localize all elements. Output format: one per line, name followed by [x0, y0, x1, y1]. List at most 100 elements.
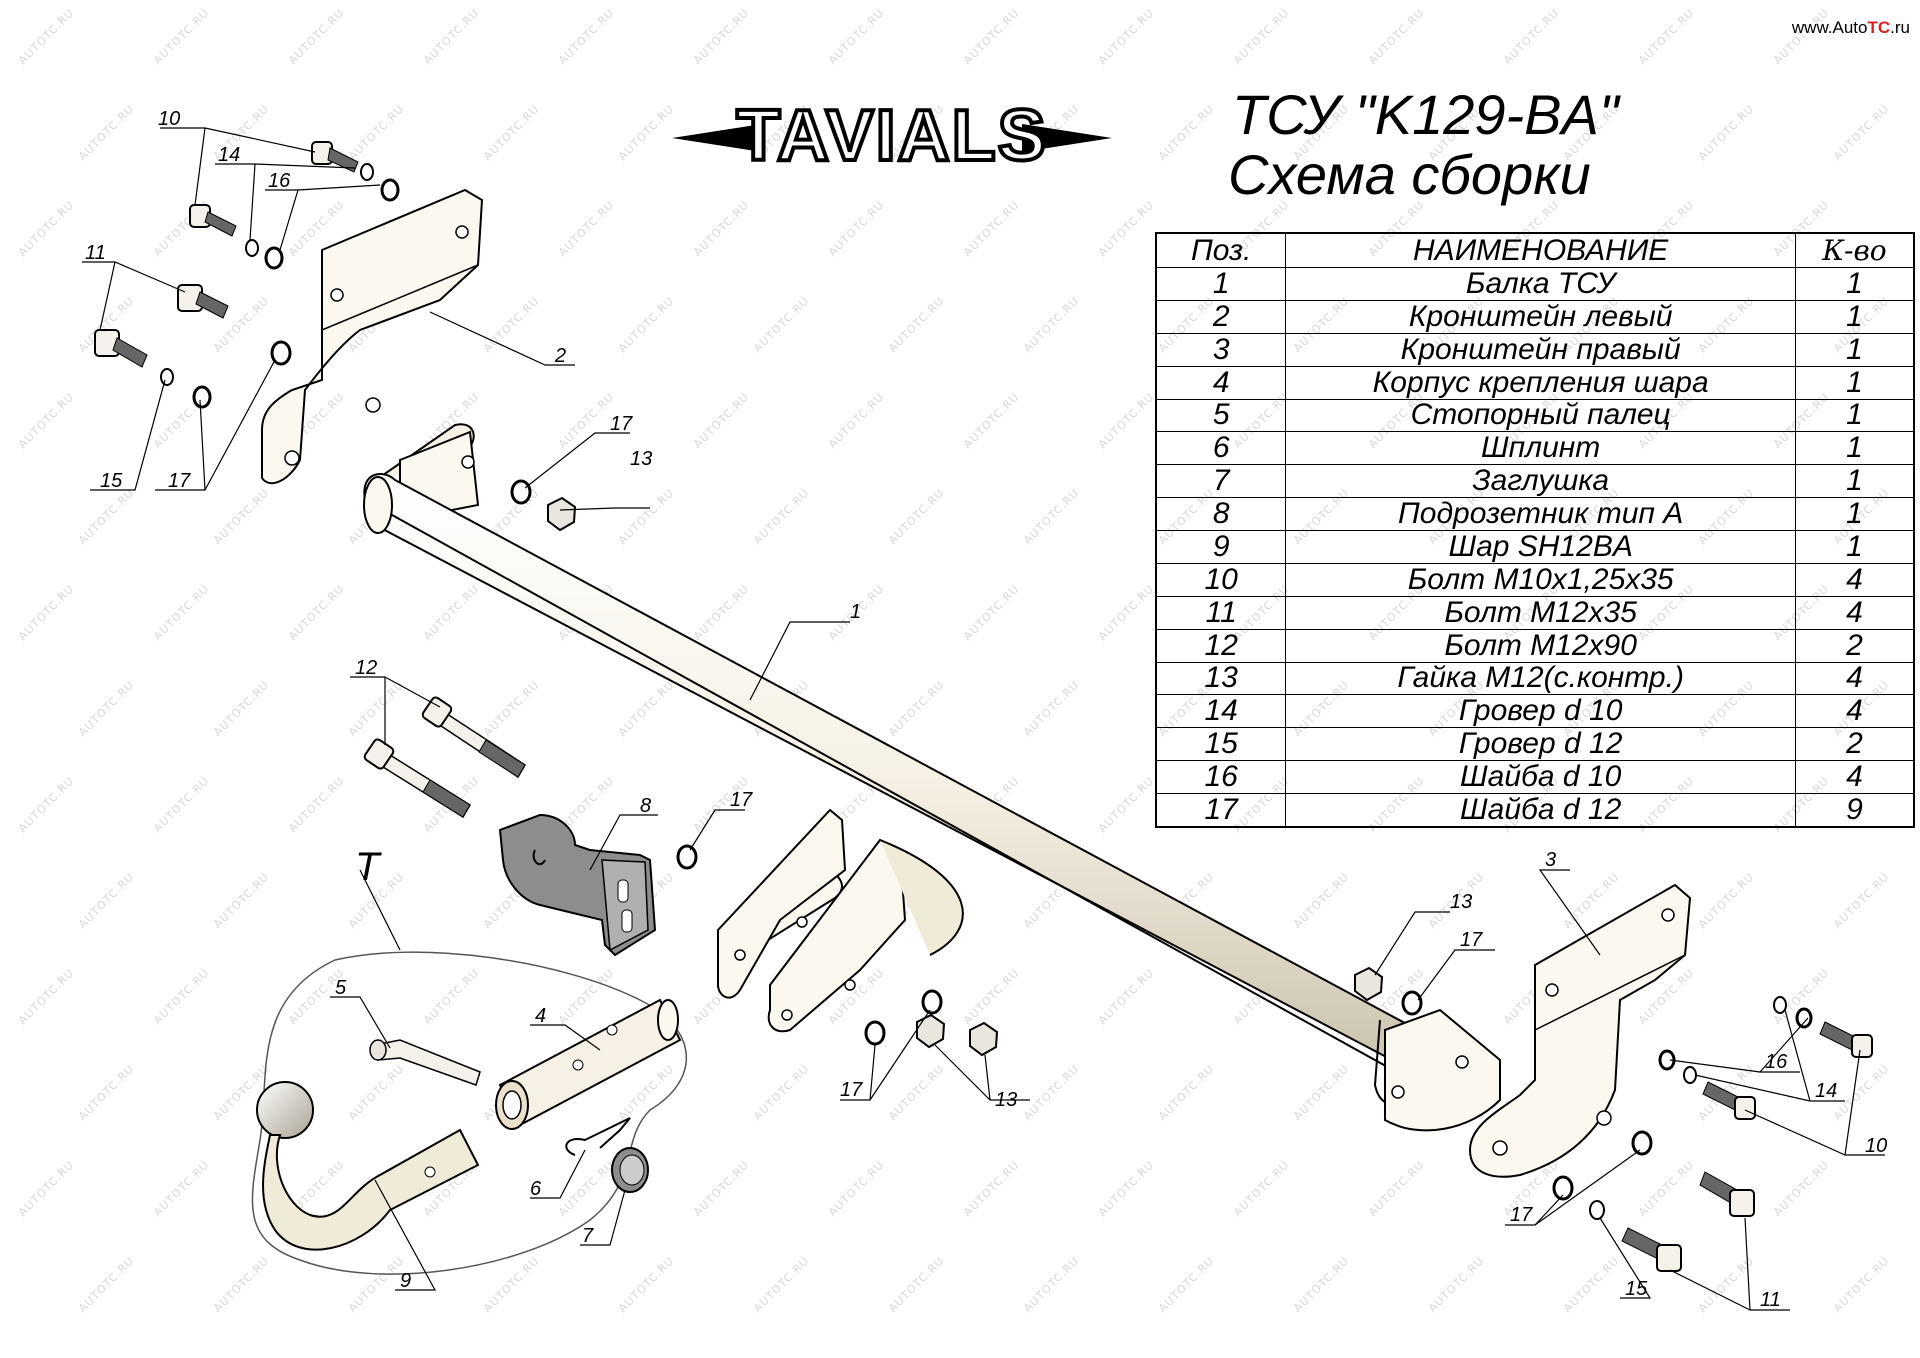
svg-text:TAVIALS: TAVIALS	[736, 96, 1047, 176]
watermark: AUTOTC.RU	[151, 582, 212, 643]
watermark: AUTOTC.RU	[286, 774, 347, 835]
watermark: AUTOTC.RU	[1021, 1062, 1082, 1123]
row-quantity: 1	[1794, 530, 1915, 564]
watermark: AUTOTC.RU	[961, 966, 1022, 1027]
watermark: AUTOTC.RU	[886, 870, 947, 931]
row-name: Заглушка	[1285, 464, 1796, 499]
watermark: AUTOTC.RU	[1021, 294, 1082, 355]
watermark: AUTOTC.RU	[1021, 486, 1082, 547]
watermark: AUTOTC.RU	[346, 870, 407, 931]
watermark: AUTOTC.RU	[16, 198, 77, 259]
watermark: AUTOTC.RU	[16, 582, 77, 643]
watermark: AUTOTC.RU	[151, 1158, 212, 1219]
watermark: AUTOTC.RU	[211, 1062, 272, 1123]
watermark: AUTOTC.RU	[691, 6, 752, 67]
watermark: AUTOTC.RU	[346, 678, 407, 739]
watermark: AUTOTC.RU	[1021, 1254, 1082, 1315]
row-name: Балка ТСУ	[1285, 267, 1796, 301]
watermark: AUTOTC.RU	[556, 198, 617, 259]
row-position: 17	[1155, 793, 1287, 828]
callout-3: 3	[1545, 849, 1556, 871]
watermark: AUTOTC.RU	[421, 774, 482, 835]
watermark: AUTOTC.RU	[286, 966, 347, 1027]
watermark: AUTOTC.RU	[616, 678, 677, 739]
watermark: AUTOTC.RU	[76, 678, 137, 739]
watermark: AUTOTC.RU	[421, 1158, 482, 1219]
callout-16-right: 16	[1765, 1051, 1788, 1073]
row-position: 9	[1155, 530, 1287, 564]
row-position: 6	[1155, 431, 1287, 466]
watermark: AUTOTC.RU	[16, 1158, 77, 1219]
watermark: AUTOTC.RU	[16, 6, 77, 67]
watermark: AUTOTC.RU	[1501, 1158, 1562, 1219]
watermark: AUTOTC.RU	[1096, 1158, 1157, 1219]
right-bracket	[1468, 883, 1692, 1178]
callout-8: 8	[640, 795, 651, 817]
callout-17-left: 17	[168, 470, 191, 492]
watermark: AUTOTC.RU	[211, 1254, 272, 1315]
row-position: 8	[1155, 497, 1287, 531]
watermark: AUTOTC.RU	[1636, 6, 1697, 67]
watermark: AUTOTC.RU	[1096, 774, 1157, 835]
row-quantity: 1	[1794, 299, 1915, 334]
watermark: AUTOTC.RU	[616, 1254, 677, 1315]
watermark: AUTOTC.RU	[211, 102, 272, 163]
callout-14-right: 14	[1815, 1080, 1837, 1102]
watermark: AUTOTC.RU	[1156, 1254, 1217, 1315]
row-name: Шайба d 10	[1285, 760, 1796, 794]
callout-4: 4	[535, 1005, 546, 1027]
row-name: Кронштейн правый	[1285, 332, 1796, 367]
watermark: AUTOTC.RU	[556, 390, 617, 451]
watermark: AUTOTC.RU	[691, 390, 752, 451]
row-name: Гровер d 10	[1285, 694, 1796, 729]
row-quantity: 2	[1794, 727, 1915, 762]
row-name: Стопорный палец	[1285, 398, 1796, 433]
watermark: AUTOTC.RU	[556, 582, 617, 643]
watermark: AUTOTC.RU	[616, 102, 677, 163]
row-position: 7	[1155, 464, 1287, 499]
watermark: AUTOTC.RU	[826, 198, 887, 259]
row-quantity: 9	[1794, 793, 1915, 828]
watermark: AUTOTC.RU	[1366, 6, 1427, 67]
watermark: AUTOTC.RU	[286, 1158, 347, 1219]
callout-15-left: 15	[100, 470, 123, 492]
watermark: AUTOTC.RU	[1561, 870, 1622, 931]
row-position: 15	[1155, 727, 1287, 762]
watermark: AUTOTC.RU	[556, 774, 617, 835]
row-quantity: 1	[1794, 398, 1915, 433]
watermark: AUTOTC.RU	[1831, 1254, 1892, 1315]
watermark: AUTOTC.RU	[826, 966, 887, 1027]
callout-11-bottom: 11	[1760, 1289, 1781, 1311]
watermark: AUTOTC.RU	[1561, 1254, 1622, 1315]
watermark: AUTOTC.RU	[211, 294, 272, 355]
watermark: AUTOTC.RU	[1021, 678, 1082, 739]
watermark: AUTOTC.RU	[211, 486, 272, 547]
callout-16-top: 16	[268, 170, 291, 192]
watermark: AUTOTC.RU	[1696, 1254, 1757, 1315]
row-name: Болт М10х1,25х35	[1285, 562, 1796, 597]
watermark: AUTOTC.RU	[346, 102, 407, 163]
watermark: AUTOTC.RU	[1636, 966, 1697, 1027]
watermark: AUTOTC.RU	[481, 486, 542, 547]
watermark: AUTOTC.RU	[1366, 1158, 1427, 1219]
row-position: 5	[1155, 398, 1287, 433]
header-position: Поз.	[1155, 232, 1287, 268]
watermark: AUTOTC.RU	[346, 1062, 407, 1123]
diagram-subtitle: Схема сборки	[1228, 143, 1591, 206]
watermark: AUTOTC.RU	[481, 1062, 542, 1123]
watermark: AUTOTC.RU	[151, 6, 212, 67]
site-url[interactable]: www.AutoTC.ru	[1791, 18, 1910, 37]
row-name: Шар SH12BA	[1285, 530, 1796, 564]
watermark: AUTOTC.RU	[16, 966, 77, 1027]
watermark: AUTOTC.RU	[826, 774, 887, 835]
callout-13-beam: 13	[630, 448, 652, 470]
watermark: AUTOTC.RU	[691, 582, 752, 643]
